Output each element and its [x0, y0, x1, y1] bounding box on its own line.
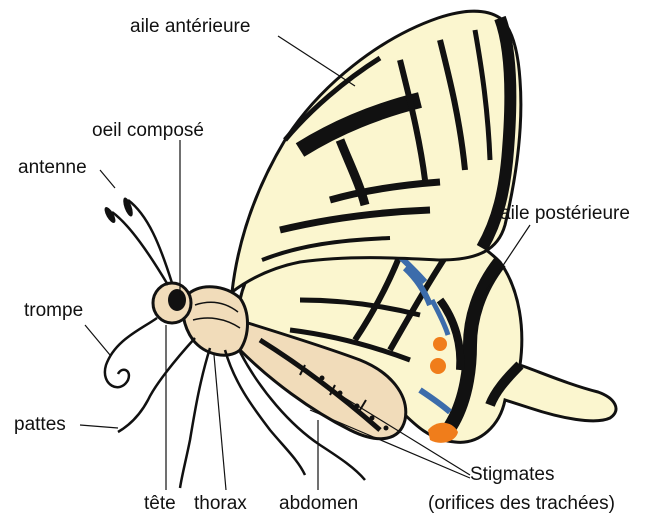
label-forewing: aile antérieure — [130, 17, 250, 36]
spiracle — [338, 391, 343, 396]
label-hindwing: aile postérieure — [500, 204, 630, 223]
label-abdomen: abdomen — [279, 494, 358, 513]
label-stigmata-2: (orifices des trachées) — [428, 494, 615, 513]
label-head: tête — [144, 494, 176, 513]
spiracle — [320, 376, 325, 381]
proboscis-leader — [85, 325, 110, 355]
proboscis — [105, 318, 157, 387]
antennae — [102, 196, 172, 285]
forewing-leader — [278, 36, 355, 86]
orange-eyespot — [433, 337, 447, 351]
forewing — [232, 11, 521, 292]
label-thorax: thorax — [194, 494, 247, 513]
label-antenna: antenne — [18, 158, 87, 177]
label-proboscis: trompe — [24, 301, 83, 320]
compound-eye — [168, 289, 186, 311]
label-compound-eye: oeil composé — [92, 121, 204, 140]
thorax-leader — [214, 355, 226, 490]
spiracle — [384, 426, 389, 431]
thorax-shape — [183, 287, 248, 355]
label-stigmata-1: Stigmates — [470, 465, 554, 484]
orange-eyespot — [430, 358, 446, 374]
head-shape — [153, 283, 191, 323]
label-legs: pattes — [14, 415, 66, 434]
antenna-leader — [100, 170, 115, 188]
legs-leader — [80, 425, 118, 428]
